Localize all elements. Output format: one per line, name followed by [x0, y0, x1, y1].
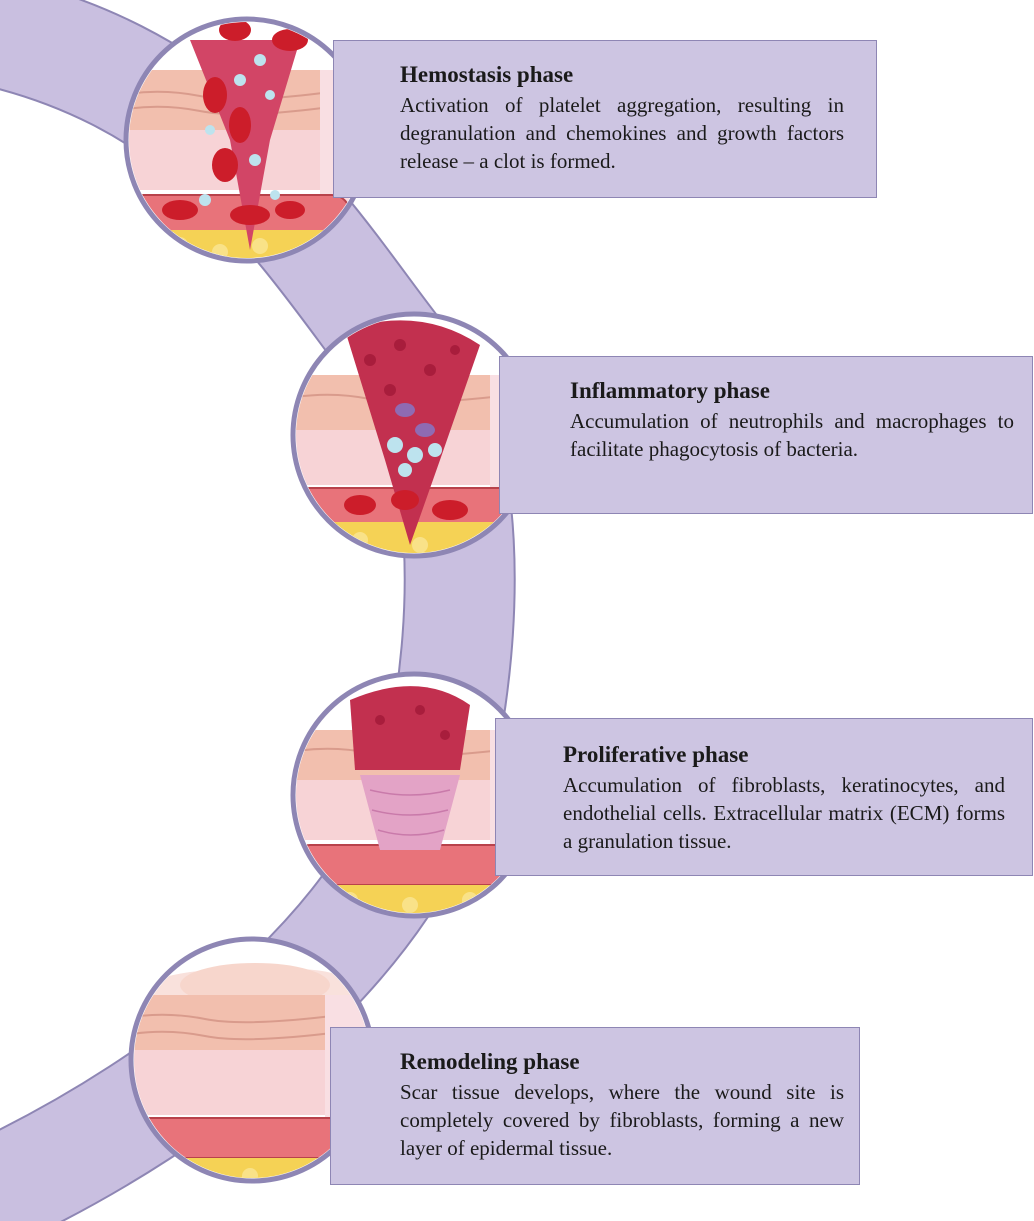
phase-description: Accumulation of neutrophils and macropha…: [570, 407, 1014, 463]
phase-title: Remodeling phase: [400, 1048, 580, 1076]
phase-description: Accumulation of fibroblasts, keratinocyt…: [563, 771, 1005, 855]
phase-box-hemostasis: Hemostasis phase Activation of platelet …: [333, 40, 877, 198]
phase-box-remodeling: Remodeling phase Scar tissue develops, w…: [330, 1027, 860, 1185]
phase-box-proliferative: Proliferative phase Accumulation of fibr…: [495, 718, 1033, 876]
phase-title: Inflammatory phase: [570, 377, 770, 405]
phase-description: Scar tissue develops, where the wound si…: [400, 1078, 844, 1162]
phase-box-inflammatory: Inflammatory phase Accumulation of neutr…: [499, 356, 1033, 514]
phase-description: Activation of platelet aggregation, resu…: [400, 91, 844, 175]
phase-title: Hemostasis phase: [400, 61, 573, 89]
phase-title: Proliferative phase: [563, 741, 748, 769]
